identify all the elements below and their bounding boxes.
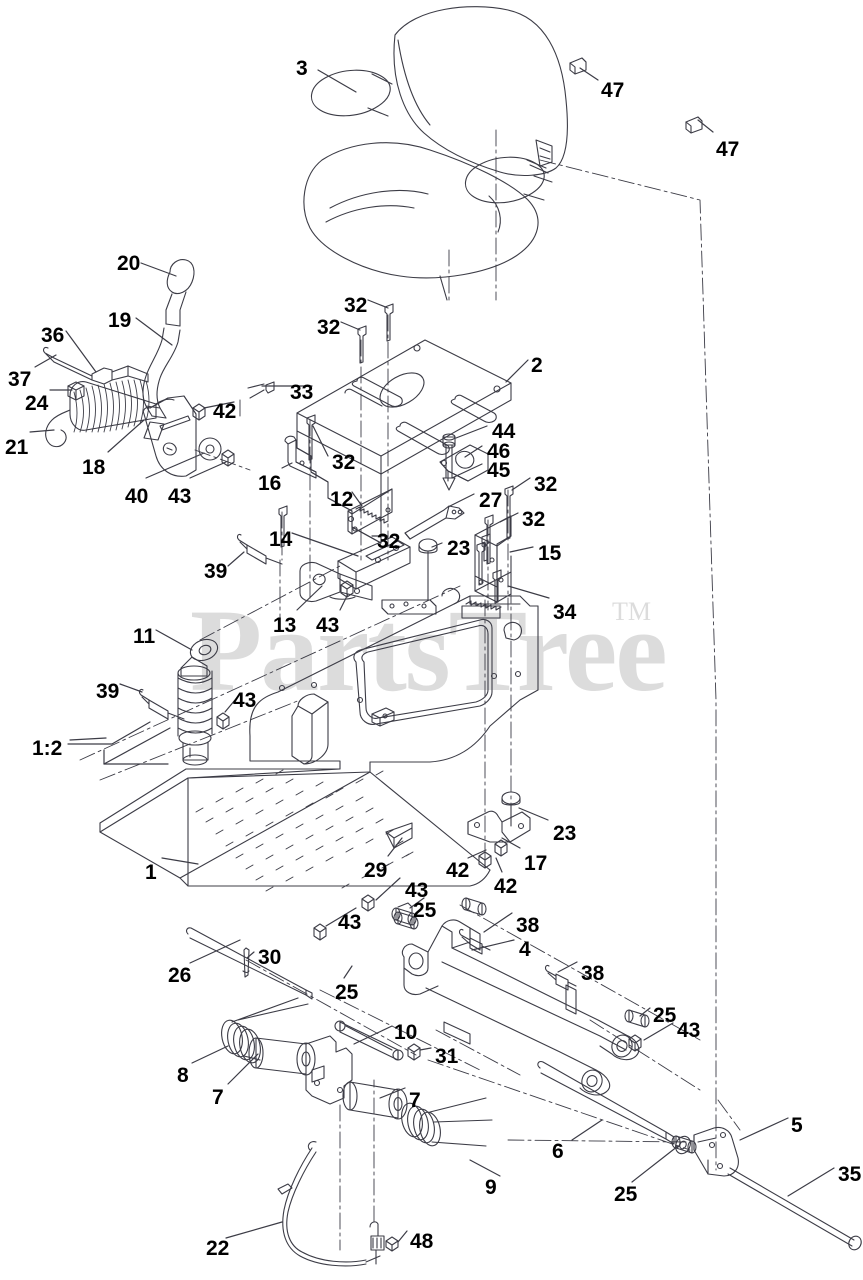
seat-assembly	[303, 6, 568, 301]
callout-rod-35: 35	[838, 1163, 862, 1186]
callout-bracket-46: 46	[487, 440, 511, 463]
rod-35	[727, 1167, 862, 1251]
callout-screw-32: 32	[317, 316, 341, 339]
shock-absorber	[177, 638, 219, 766]
callout-wedge-29: 29	[364, 859, 388, 882]
center-bracket	[305, 1035, 353, 1105]
callout-bellcrank-5: 5	[791, 1114, 803, 1137]
seat-plate	[296, 339, 512, 544]
fasteners	[138, 57, 703, 1252]
callout-nut-42: 42	[446, 859, 470, 882]
callout-pin-45: 45	[487, 459, 511, 482]
callout-lever-knob-20: 20	[117, 252, 141, 275]
callout-screw-32: 32	[522, 508, 546, 531]
callout-link-10: 10	[394, 1021, 418, 1044]
callout-screw-33: 33	[290, 381, 314, 404]
bracket-16	[284, 435, 317, 479]
callout-armrest-3: 3	[296, 57, 308, 80]
bracket-12	[347, 488, 393, 535]
callout-nut-43: 43	[338, 911, 362, 934]
pedal-arm	[401, 919, 640, 1096]
callout-rod-27: 27	[479, 489, 503, 512]
callout-nut-43: 43	[316, 614, 340, 637]
lever-assembly	[43, 259, 235, 477]
callout-nut-31: 31	[435, 1045, 459, 1068]
callout-plate-17: 17	[524, 852, 548, 875]
callout-bushing-25: 25	[335, 981, 359, 1004]
footplate-frame	[99, 587, 539, 892]
callout-rod-6: 6	[552, 1140, 564, 1163]
callout-hinge-plate-13: 13	[273, 614, 297, 637]
callout-nut-42: 42	[213, 400, 237, 423]
callout-nut-43: 43	[168, 485, 192, 508]
callout-pin-37: 37	[8, 368, 32, 391]
torsion-spring-9	[401, 1097, 493, 1147]
callout-clip-48: 48	[410, 1230, 434, 1253]
rod-27	[404, 505, 465, 540]
callout-serrated-bracket-12: 12	[330, 488, 354, 511]
callout-bracket-34: 34	[553, 601, 577, 624]
bushing-7b	[342, 1081, 408, 1120]
wedge-29	[385, 822, 413, 849]
callout-bracket-18: 18	[82, 456, 106, 479]
callout-screw-32: 32	[344, 294, 368, 317]
callout-hinge-14: 14	[269, 528, 293, 551]
callout-cap-23: 23	[447, 537, 471, 560]
callout-seat-plate-2: 2	[531, 354, 543, 377]
callout-torsion-spring-9: 9	[485, 1176, 497, 1199]
callout-screw-32: 32	[332, 451, 356, 474]
callout-scale-label-1:2: 1:2	[32, 737, 63, 760]
callout-bolt-39: 39	[204, 560, 228, 583]
callout-nut-24: 24	[25, 392, 49, 415]
torsion-spring-8	[221, 997, 309, 1064]
callout-bolt-38: 38	[516, 914, 540, 937]
callout-nut-43: 43	[405, 879, 429, 902]
bracket-46	[439, 444, 489, 482]
callout-cable-22: 22	[206, 1237, 230, 1260]
callout-footplate-1: 1	[145, 861, 157, 884]
callout-spring-hook-21: 21	[5, 436, 29, 459]
callout-rod-26: 26	[168, 964, 192, 987]
callout-pin-30: 30	[258, 946, 282, 969]
callout-cap-23: 23	[553, 822, 577, 845]
callout-screw-32: 32	[534, 473, 558, 496]
callout-nut-43: 43	[677, 1019, 701, 1042]
callout-bracket-15: 15	[538, 542, 562, 565]
callout-lever-19: 19	[108, 309, 132, 332]
callout-nut-42: 42	[494, 875, 518, 898]
bracket-15	[474, 515, 512, 603]
callout-bushing-25: 25	[653, 1004, 677, 1027]
callout-bolt-47: 47	[601, 79, 625, 102]
callout-nut-43: 43	[233, 689, 257, 712]
leader-lines	[29, 67, 835, 1243]
callout-bolt-39: 39	[96, 680, 120, 703]
callout-bushing-7: 7	[409, 1089, 421, 1112]
callout-bushing-7: 7	[212, 1086, 224, 1109]
callout-rod-end-36: 36	[41, 324, 65, 347]
hinge-14	[299, 536, 411, 603]
callout-shock-absorber-11: 11	[133, 625, 156, 648]
callout-bolt-47: 47	[716, 138, 740, 161]
callout-torsion-spring-8: 8	[177, 1064, 189, 1087]
cable-22	[277, 1141, 385, 1267]
link-10	[334, 1020, 404, 1061]
callout-bushing-25: 25	[614, 1183, 638, 1206]
callout-bracket-16: 16	[258, 472, 282, 495]
callout-washer-40: 40	[125, 485, 149, 508]
callout-screw-32: 32	[377, 530, 401, 553]
plate-17	[467, 810, 531, 843]
callout-pedal-arm-4: 4	[519, 938, 531, 961]
rod-26	[186, 927, 313, 1000]
pin-30	[242, 947, 250, 978]
callout-bushing-25: 25	[413, 899, 437, 922]
callout-bolt-38: 38	[581, 962, 605, 985]
callout-grommet-44: 44	[492, 420, 516, 443]
